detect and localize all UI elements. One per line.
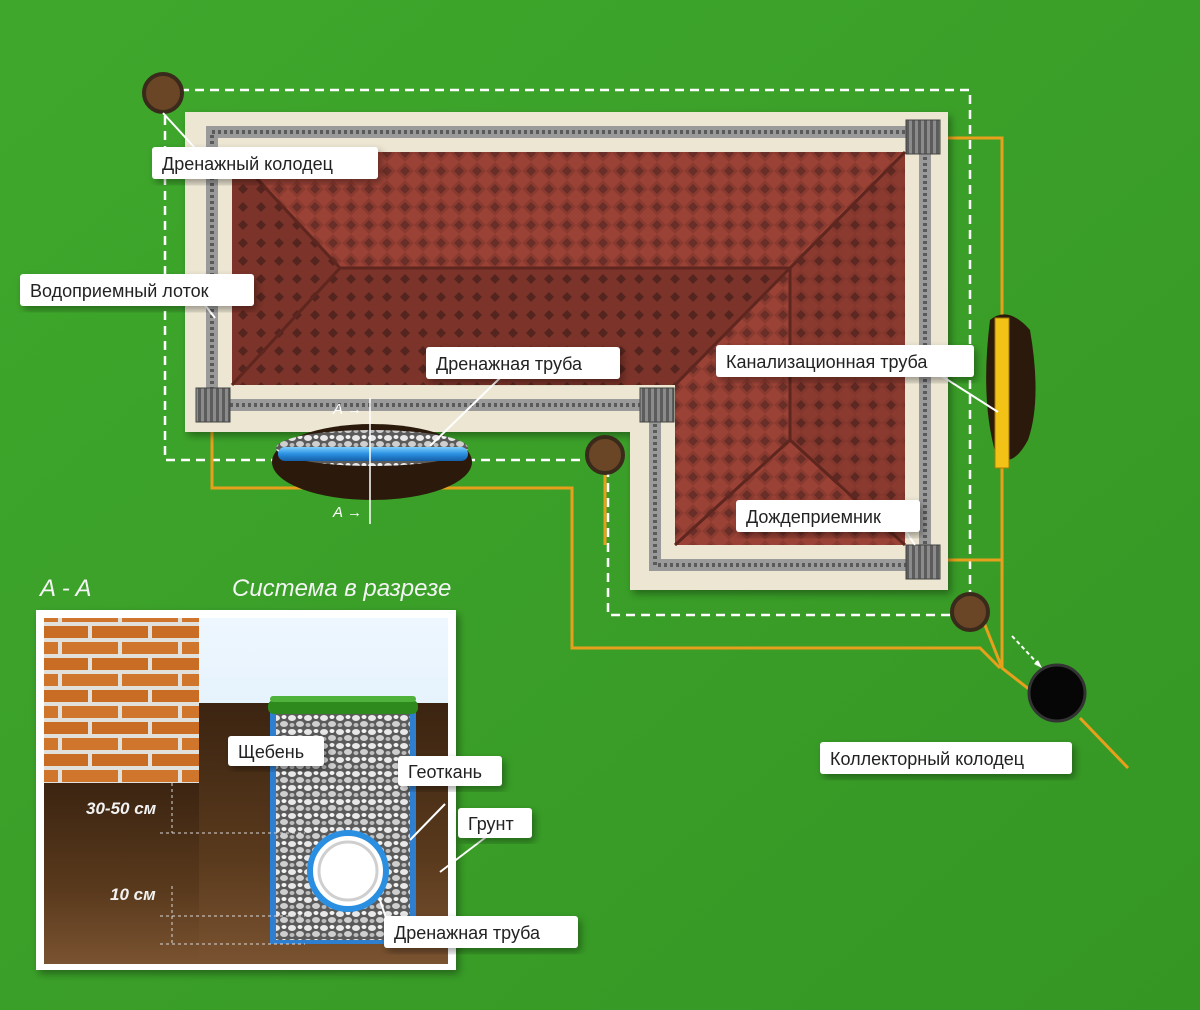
section-drain-pipe-icon — [307, 830, 389, 912]
collector-well — [1027, 663, 1087, 723]
drain-wells — [142, 72, 990, 632]
svg-text:Дождеприемник: Дождеприемник — [746, 507, 881, 527]
plan-section-pit — [272, 398, 472, 524]
svg-text:Щебень: Щебень — [238, 742, 304, 762]
depth-bottom-label: 10 см — [110, 885, 156, 904]
label-drain-pipe: Дренажная труба — [426, 347, 620, 379]
sewer-pipe — [986, 314, 1036, 469]
section-mark-top: A — [332, 401, 343, 418]
svg-text:Дренажная труба: Дренажная труба — [436, 354, 583, 374]
section-title-mark: A - A — [38, 575, 92, 602]
section-arrow-bottom-icon: → — [347, 504, 362, 521]
label-soil: Грунт — [458, 808, 532, 838]
section-arrow-top-icon: → — [347, 401, 362, 418]
label-water-tray: Водоприемный лоток — [20, 274, 254, 306]
label-rain-inlet: Дождеприемник — [736, 500, 920, 532]
rain-inlet-grates — [195, 119, 941, 580]
svg-text:Грунт: Грунт — [468, 814, 514, 834]
depth-top-label: 30-50 см — [86, 799, 157, 818]
leader-lines — [162, 112, 999, 546]
svg-text:Дренажная труба: Дренажная труба — [394, 923, 541, 943]
svg-text:Геоткань: Геоткань — [408, 762, 482, 782]
label-gravel: Щебень — [228, 736, 324, 766]
label-sewer-pipe: Канализационная труба — [716, 345, 974, 377]
svg-text:Канализационная труба: Канализационная труба — [726, 352, 928, 372]
label-geotextile: Геоткань — [398, 756, 502, 786]
flow-arrowhead-icon — [1034, 660, 1042, 668]
section-mark-bottom: A — [332, 504, 343, 521]
svg-text:Дренажный колодец: Дренажный колодец — [162, 154, 333, 174]
label-collector-well: Коллекторный колодец — [820, 742, 1072, 774]
svg-text:Коллекторный колодец: Коллекторный колодец — [830, 749, 1024, 769]
section-title: Система в разрезе — [232, 575, 451, 602]
svg-text:Водоприемный лоток: Водоприемный лоток — [30, 281, 209, 301]
label-section-pipe: Дренажная труба — [384, 916, 578, 948]
label-drain-well: Дренажный колодец — [152, 147, 378, 179]
